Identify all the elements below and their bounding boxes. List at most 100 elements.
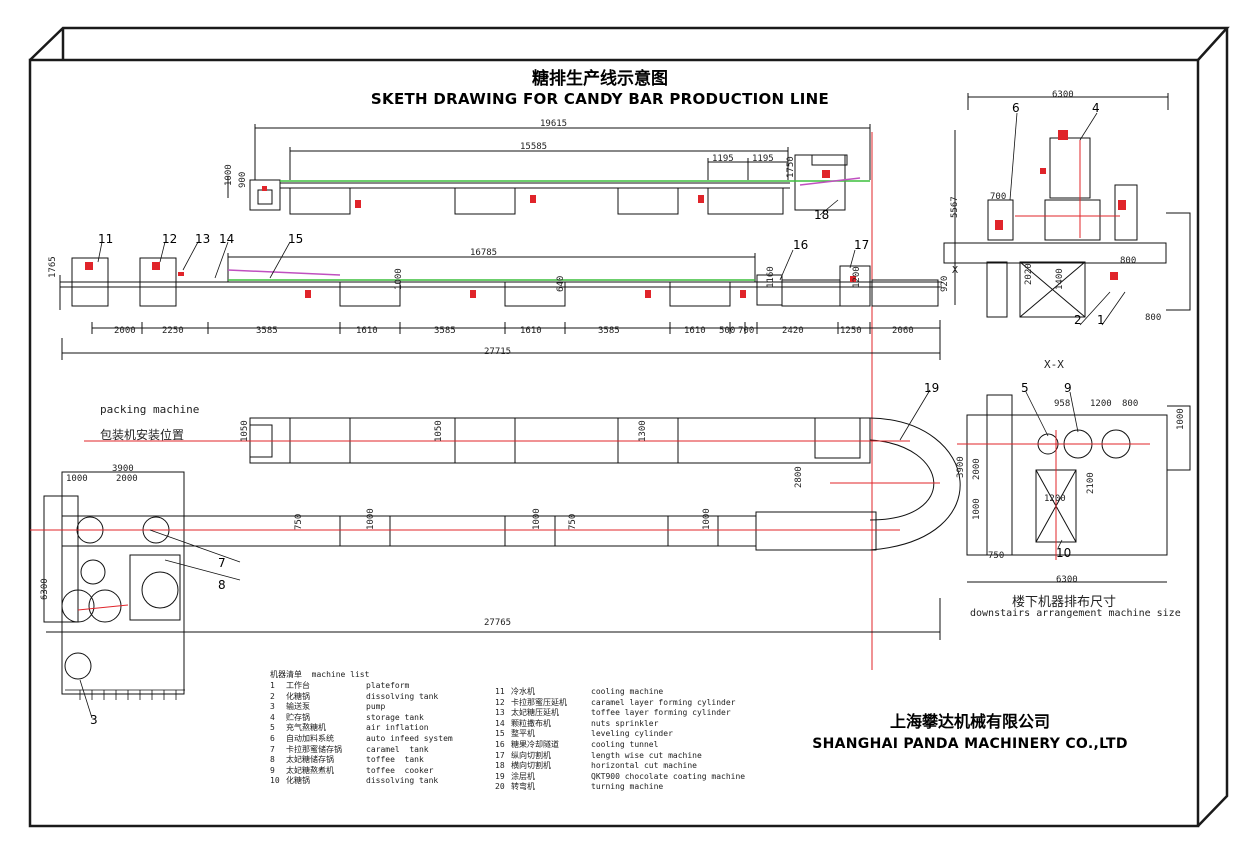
- callout-9: 9: [1064, 381, 1072, 395]
- machine-no: 5: [270, 723, 275, 733]
- machine-no: 7: [270, 744, 275, 754]
- dim-label-plan-1000c: 1000: [532, 508, 542, 530]
- machine-no: 20: [495, 782, 505, 792]
- dim-label-seg-1610a: 1610: [356, 326, 378, 336]
- plan-view: [43, 417, 961, 695]
- machine-no: 6: [270, 734, 275, 743]
- dim-label-mid-total: 16785: [470, 248, 498, 258]
- machine-no: 12: [495, 697, 505, 707]
- dim-label-plan-1000d: 1000: [702, 508, 712, 530]
- machine-name-cn: 卡拉那蜜储存锅: [286, 744, 342, 754]
- section-label: X-X: [1044, 358, 1064, 371]
- machine-name-en: QKT900 chocolate coating machine: [591, 771, 746, 781]
- machine-name-cn: 贮存锅: [286, 712, 310, 722]
- machine-name-cn: 太妃糖压延机: [511, 708, 559, 718]
- machine-name-en: toffee cooker: [366, 765, 434, 775]
- callout-5: 5: [1021, 381, 1029, 395]
- dim-label-xx-2000: 2000: [972, 458, 982, 480]
- machine-name-cn: 化糖锅: [286, 776, 310, 786]
- dim-label-right-6300: 6300: [1052, 90, 1074, 100]
- machine-name-cn: 自动加料系统: [286, 734, 334, 743]
- callout-18: 18: [814, 208, 830, 222]
- dim-label-top-1195b: 1195: [752, 154, 774, 164]
- machine-name-en: storage tank: [366, 712, 424, 722]
- dim-label-xx-958: 958: [1054, 399, 1071, 409]
- dim-label-xx-800: 800: [1122, 399, 1139, 409]
- dim-label-top-1195a: 1195: [712, 154, 734, 164]
- machine-name-cn: 糖果冷却隧道: [511, 740, 559, 749]
- callout-2: 2: [1074, 313, 1082, 327]
- machine-name-en: toffee tank: [366, 755, 424, 765]
- machine-name-en: nuts sprinkler: [591, 718, 659, 728]
- section-marker: X: [952, 265, 959, 276]
- dim-label-xx-2100: 2100: [1086, 472, 1096, 494]
- top-row: [227, 124, 871, 215]
- machine-no: 4: [270, 712, 275, 722]
- title-cn: 糖排生产线示意图: [532, 69, 668, 89]
- machine-name-en: cooling tunnel: [591, 740, 659, 749]
- machine-name-en: turning machine: [591, 782, 664, 792]
- machine-name-cn: 颗粒撒布机: [511, 718, 551, 728]
- dim-label-mid-920: 920: [940, 275, 950, 292]
- downstairs-label-en: downstairs arrangement machine size: [970, 608, 1181, 619]
- dim-label-top-inner: 15585: [520, 142, 548, 152]
- title-en: SKETH DRAWING FOR CANDY BAR PRODUCTION L…: [370, 90, 830, 108]
- right-elevation: [943, 93, 1191, 318]
- dim-label-seg-700: 700: [738, 326, 755, 336]
- machine-name-en: length wise cut machine: [591, 750, 702, 760]
- dim-label-right-5567: 5567: [950, 196, 960, 218]
- machine-no: 2: [270, 691, 275, 701]
- machine-name-cn: 涂层机: [511, 771, 535, 781]
- dim-label-seg-500: 500: [719, 326, 736, 336]
- machine-name-cn: 整平机: [511, 729, 535, 739]
- dim-label-seg-1250: 1250: [840, 326, 862, 336]
- dim-label-seg-2060: 2060: [892, 326, 914, 336]
- dim-label-seg-1610b: 1610: [520, 326, 542, 336]
- dim-label-xx-6300: 6300: [1056, 575, 1078, 585]
- callout-8: 8: [218, 578, 226, 592]
- callout-16: 16: [793, 238, 809, 252]
- dim-label-xx-750: 750: [988, 551, 1005, 561]
- dim-label-plan-1050a: 1050: [240, 420, 250, 442]
- machine-name-cn: 太妃糖熬煮机: [286, 765, 334, 775]
- callout-leaders: [79, 112, 1126, 719]
- dim-label-right-2020: 2020: [1024, 263, 1034, 285]
- dim-label-mid-640: 640: [556, 275, 566, 292]
- dim-label-plan-1050b: 1050: [434, 420, 444, 442]
- dim-label-mid-grand: 27715: [484, 347, 512, 357]
- callout-6: 6: [1012, 101, 1020, 115]
- company-name-cn: 上海攀达机械有限公司: [889, 712, 1050, 731]
- dim-label-seg-1610c: 1610: [684, 326, 706, 336]
- machine-no: 8: [270, 755, 275, 765]
- dim-label-xx-3900: 3900: [956, 456, 966, 478]
- machine-list-item: 16 糖果冷却隧道 cooling tunnel: [495, 740, 658, 751]
- dim-label-plan-grand: 27765: [484, 618, 512, 628]
- dim-label-plan-2000: 2000: [116, 474, 138, 484]
- machine-name-en: horizontal cut machine: [591, 761, 697, 771]
- machine-name-cn: 纵向切割机: [511, 750, 551, 760]
- machine-name-en: cooling machine: [591, 687, 664, 696]
- dim-label-plan-1300: 1300: [638, 420, 648, 442]
- dim-label-right-800b: 800: [1145, 313, 1162, 323]
- callout-7: 7: [218, 556, 226, 570]
- dim-label-seg-2420: 2420: [782, 326, 804, 336]
- machine-no: 11: [495, 687, 505, 696]
- callout-14: 14: [219, 232, 235, 246]
- dim-label-top-1750: 1750: [786, 156, 796, 178]
- dim-label-seg-3585a: 3585: [256, 326, 278, 336]
- machine-name-en: caramel tank: [366, 744, 429, 754]
- callout-3: 3: [90, 713, 98, 727]
- callout-10: 10: [1056, 546, 1072, 560]
- machine-name-cn: 冷水机: [511, 687, 535, 696]
- machine-no: 16: [495, 740, 505, 749]
- machine-name-en: pump: [366, 702, 386, 712]
- machine-name-cn: 横向切割机: [511, 761, 551, 771]
- machine-name-en: plateform: [366, 681, 410, 690]
- machine-name-en: caramel layer forming cylinder: [591, 697, 736, 707]
- dim-label-seg-2250: 2250: [162, 326, 184, 336]
- machine-no: 13: [495, 708, 505, 718]
